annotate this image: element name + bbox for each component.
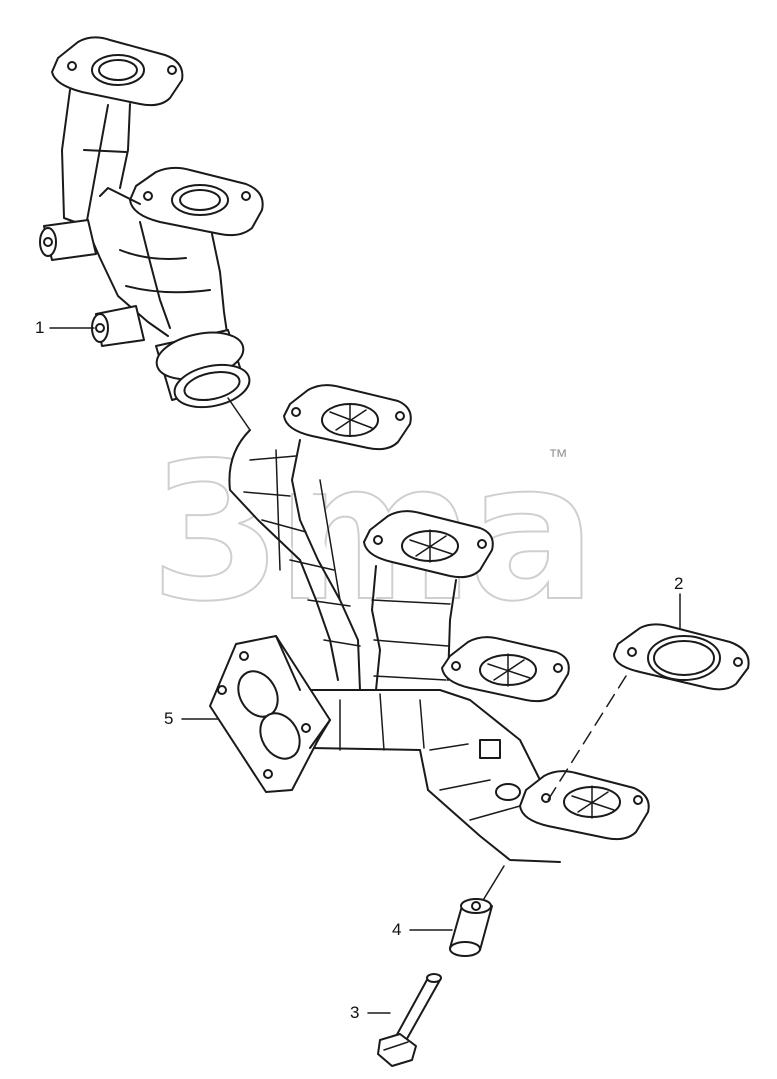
part-4-spacer-sleeve: [449, 898, 493, 957]
part-2-gasket: [613, 623, 750, 691]
callout-1: 1: [35, 318, 45, 337]
watermark-trademark: ™: [548, 446, 568, 468]
callout-3: 3: [350, 1003, 360, 1022]
callout-2: 2: [674, 574, 684, 593]
part-5-main-manifold: [209, 384, 650, 863]
callout-4: 4: [392, 920, 402, 939]
part-3-bolt: [377, 973, 442, 1067]
callout-5: 5: [164, 709, 174, 728]
part-1-upper-manifold: [39, 36, 264, 409]
callout-leaders: [49, 327, 681, 1014]
